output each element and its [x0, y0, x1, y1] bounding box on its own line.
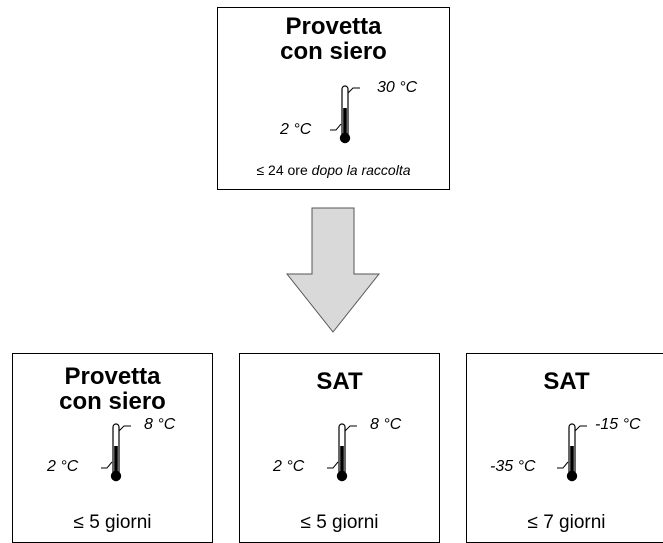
bottom-box-1-temp-low: 2 °C [47, 458, 79, 475]
bottom-box-3-temp-low: -35 °C [490, 458, 536, 475]
bottom-box-2-footer: ≤ 5 giorni [300, 512, 379, 533]
down-arrow [285, 207, 381, 333]
bottom-box-1-title: Provetta con siero [59, 363, 166, 415]
thermometer-icon [330, 85, 360, 144]
bottom-box-2-temp-high: 8 °C [370, 416, 402, 433]
down-arrow-shape [285, 207, 381, 333]
bottom-box-1-footer: ≤ 5 giorni [73, 512, 152, 533]
bottom-box-2-title: SAT [316, 368, 363, 395]
bottom-box-2-temp-low: 2 °C [273, 458, 305, 475]
thermometer-icon [327, 423, 357, 482]
thermometer-icon [101, 423, 131, 482]
bottom-box-sat-frozen: SAT -15 °C -35 °C ≤ 7 giorni [466, 353, 663, 543]
top-temp-low: 2 °C [280, 121, 312, 138]
thermometer-icon [557, 423, 587, 482]
top-storage-box: Provetta con siero 30 °C 2 °C ≤ 24 ore d… [217, 7, 450, 190]
bottom-box-1-temp-high: 8 °C [144, 416, 176, 433]
bottom-box-3-footer: ≤ 7 giorni [527, 512, 606, 533]
top-box-footer: ≤ 24 ore dopo la raccolta [218, 162, 449, 178]
bottom-box-serum-tube: Provetta con siero 8 °C 2 °C ≤ 5 giorni [12, 353, 213, 543]
top-footer-prefix: ≤ 24 ore [256, 162, 312, 178]
top-box-title: Provetta con siero [280, 13, 387, 65]
top-footer-italic: dopo la raccolta [311, 162, 411, 178]
bottom-box-3-title: SAT [543, 368, 590, 395]
bottom-box-3-temp-high: -15 °C [595, 416, 641, 433]
top-temp-high: 30 °C [377, 79, 418, 96]
bottom-box-sat-refrigerated: SAT 8 °C 2 °C ≤ 5 giorni [239, 353, 440, 543]
